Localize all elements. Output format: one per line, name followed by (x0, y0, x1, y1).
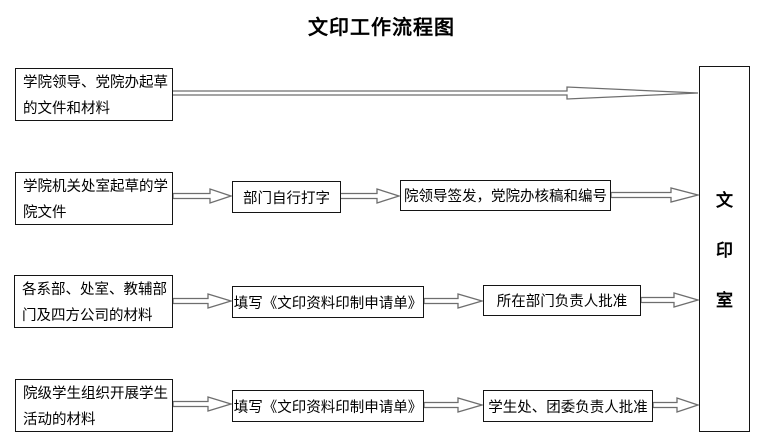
step-box-student-league-approval: 学生处、团委负责人批准 (483, 390, 653, 422)
source-box-office-documents: 学院机关处室起草的学院文件 (15, 172, 173, 225)
flow-arrow-row3-to-dest (640, 292, 701, 308)
step-box-fill-application-form-2: 填写《文印资料印制申请单》 (232, 390, 424, 422)
flow-arrow-row2-b (339, 188, 402, 204)
source-box-departments-materials: 各系部、处室、教辅部门及四方公司的材料 (14, 275, 173, 328)
print-room-vertical-label: 文印室 (716, 191, 733, 310)
step-box-dept-self-typing: 部门自行打字 (232, 181, 341, 213)
flow-arrow-row3-b (423, 293, 485, 309)
step-box-fill-application-form-1: 填写《文印资料印制申请单》 (232, 286, 424, 318)
flow-arrow-row1-to-dest (171, 86, 699, 100)
flow-arrow-row3-a (172, 293, 234, 309)
step-box-leader-sign-numbering: 院领导签发，党院办核稿和编号 (400, 180, 611, 211)
source-box-leaders-documents: 学院领导、党院办起草的文件和材料 (15, 68, 173, 121)
destination-box-print-room: 文印室 (699, 66, 750, 432)
step-box-dept-head-approval: 所在部门负责人批准 (483, 285, 641, 316)
flow-arrow-row4-b (423, 397, 485, 413)
flow-arrow-row2-to-dest (610, 187, 701, 203)
flow-arrow-row2-a (172, 188, 234, 204)
flow-arrow-row4-to-dest (652, 397, 701, 413)
chart-title: 文印工作流程图 (308, 17, 455, 39)
flow-arrow-row4-a (172, 396, 234, 412)
source-box-student-activities: 院级学生组织开展学生活动的材料 (15, 379, 173, 432)
